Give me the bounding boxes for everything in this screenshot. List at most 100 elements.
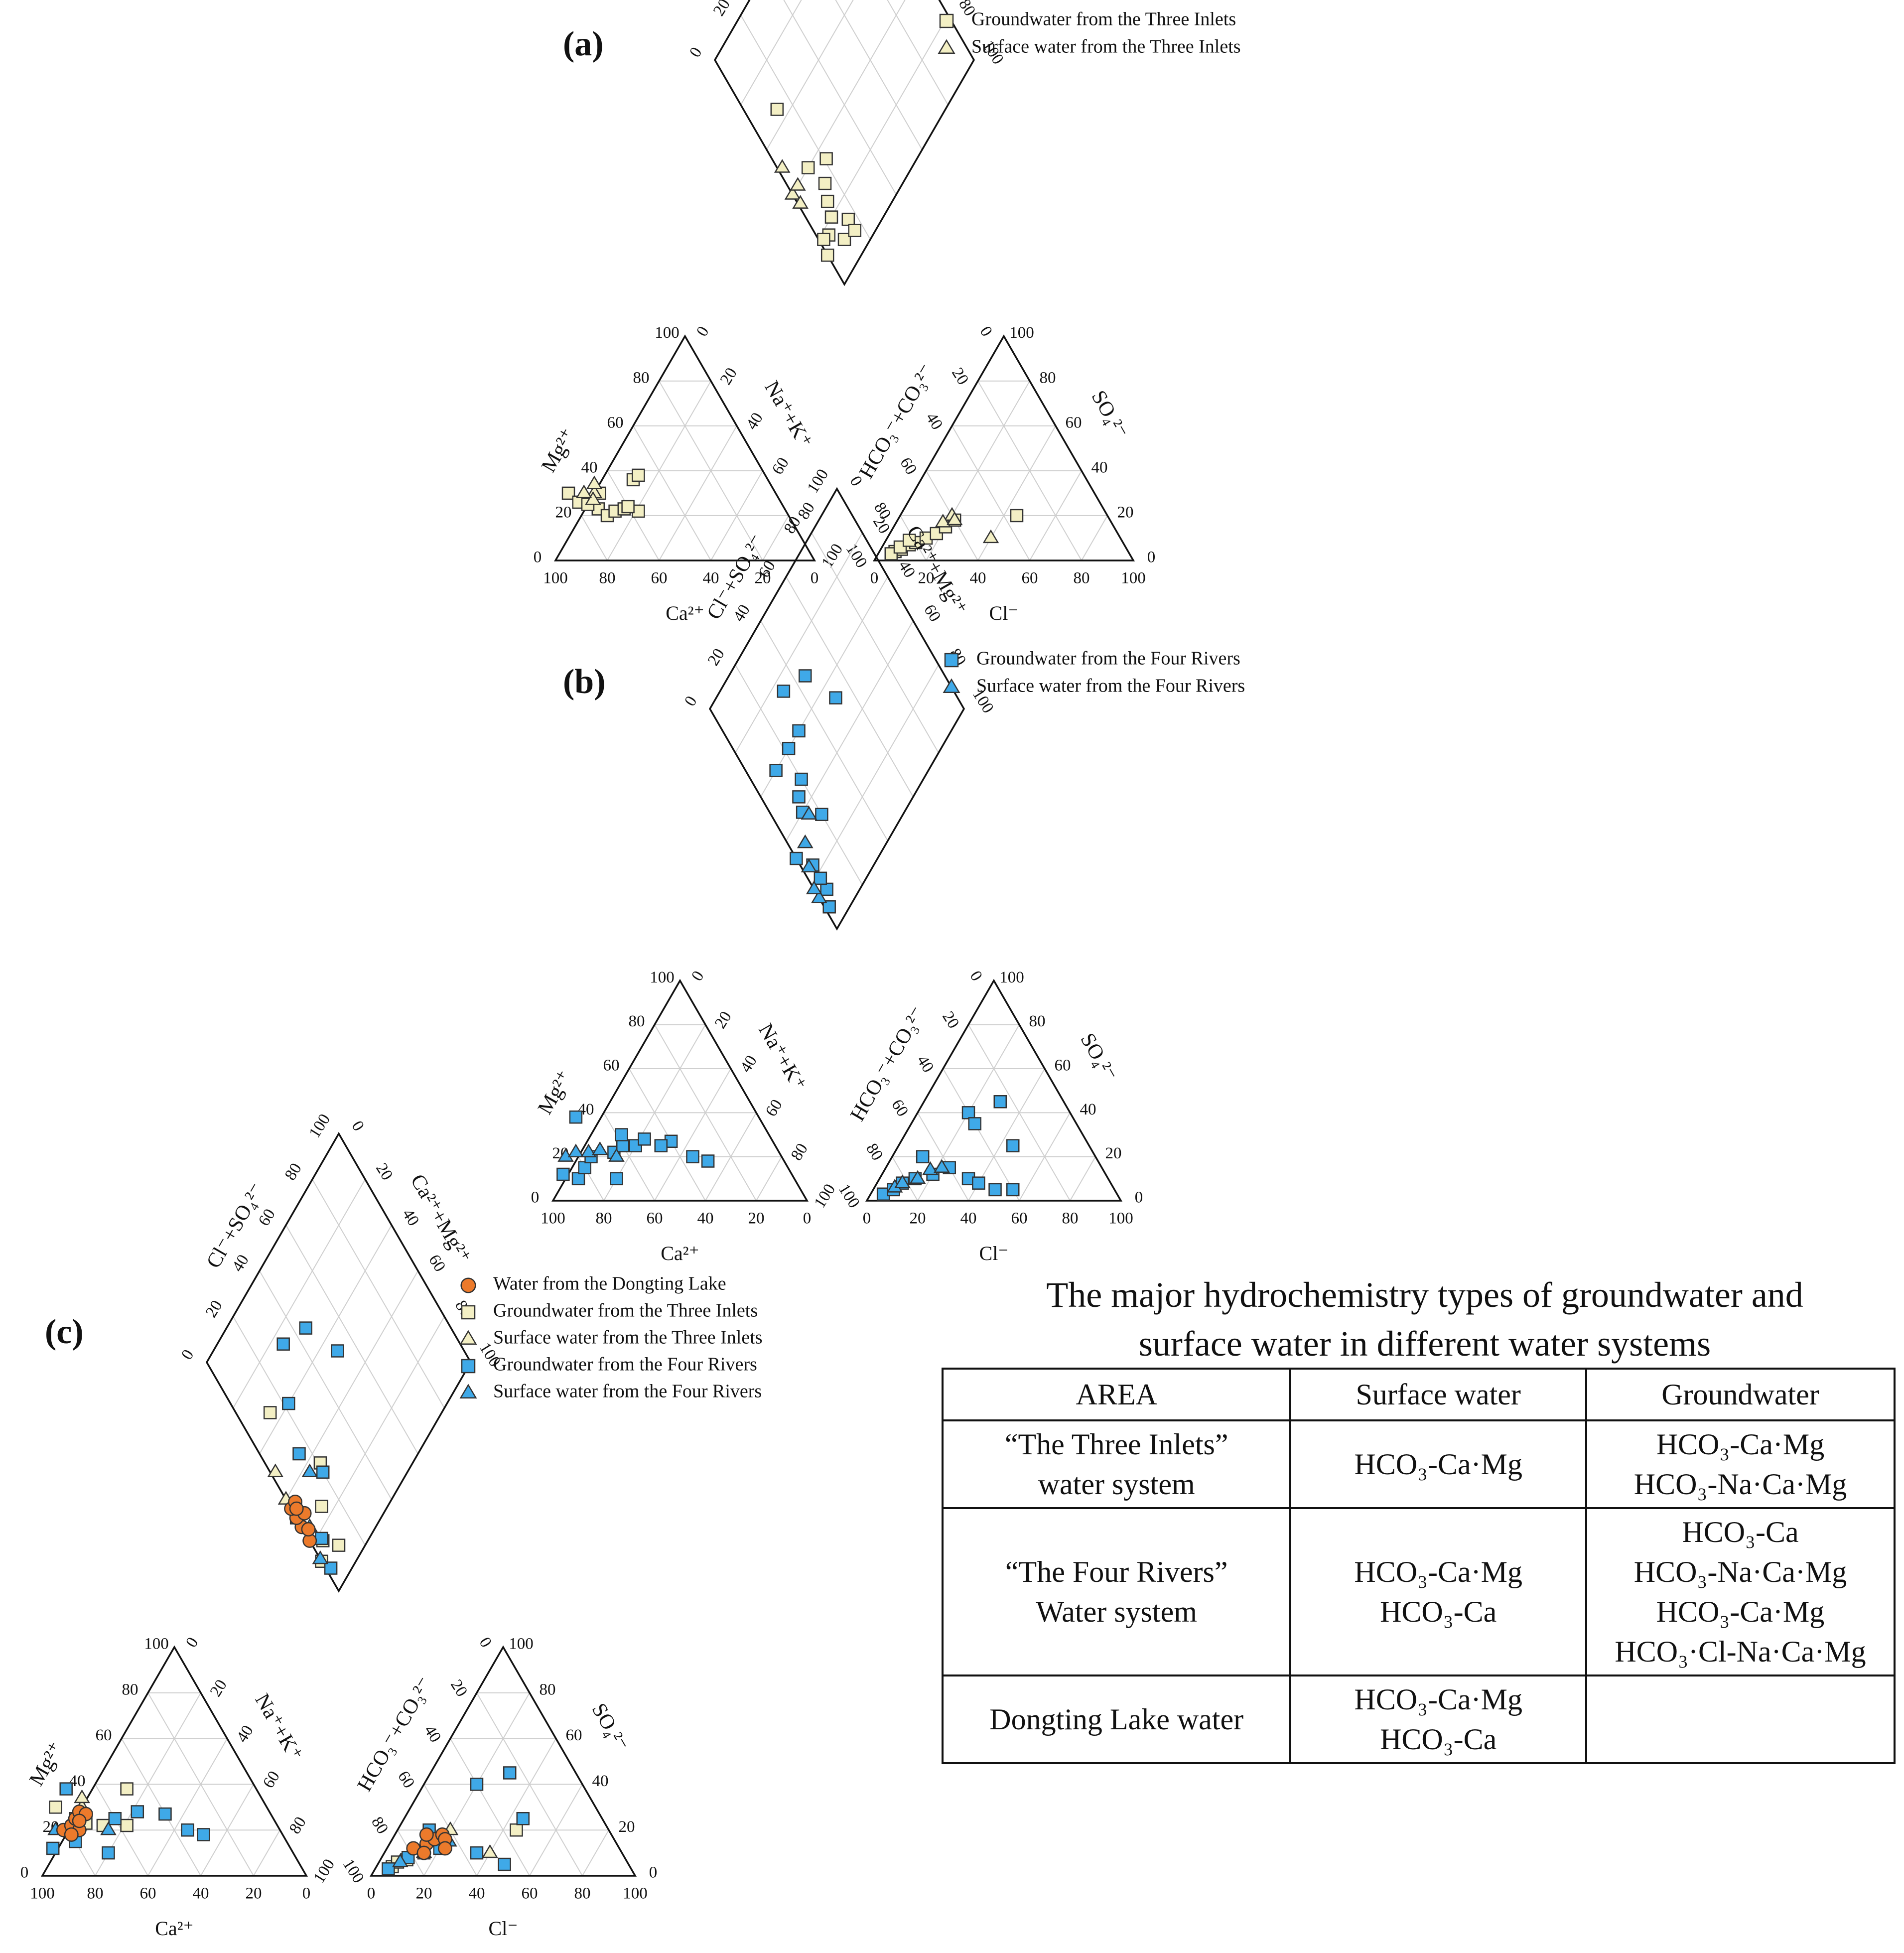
tick-label-so4: 40 [1091,458,1108,476]
data-point [774,159,791,173]
tick-label-mg: 0 [531,1189,540,1207]
grid-line [977,381,1082,561]
data-point [64,1827,79,1842]
grid-line [233,1179,366,1408]
tick-label-so4: 100 [1009,324,1034,342]
legend-marker [461,1359,476,1374]
data-point [701,1154,715,1168]
data-point [815,808,828,821]
cell-line: HCO₃-Ca·Mg [1354,1448,1522,1481]
cell-line: HCO₃-Ca [1682,1516,1799,1548]
grid-line [654,1068,731,1201]
cell-line: water system [1038,1468,1195,1501]
cell-area: “The Three Inlets” water system [941,1419,1292,1509]
data-point [608,1148,625,1162]
cation-triangle-outline [40,1645,308,1877]
data-point [799,669,812,683]
data-point [621,500,635,514]
tick-label-hco3: 0 [475,1634,495,1651]
data-point [654,1139,668,1152]
grid-line [233,1316,366,1546]
tick-label-hco3: 100 [339,1856,368,1886]
data-point [108,1812,122,1825]
data-point [993,1095,1007,1109]
tick-label-cl: 80 [1062,1210,1079,1228]
data-point [1006,1183,1020,1197]
grid-line [786,576,914,797]
tick-label-nak: 40 [737,1052,761,1076]
legend-label: Groundwater from the Three Inlets [971,9,1236,30]
tick-label-nak: 20 [207,1676,231,1700]
data-point [632,468,645,482]
cell-line: HCO₃-Ca·Mg [1354,1683,1522,1716]
panel-label: (c) [45,1313,84,1351]
grid-line [1081,515,1108,561]
grid-line [952,425,1030,561]
tick-label-hco3: 40 [913,1052,937,1076]
data-point [770,103,784,116]
tick-label-mg: 20 [555,504,572,522]
data-point [792,790,806,804]
tick-label-ca: 80 [87,1885,104,1903]
legend-marker [459,1384,477,1398]
data-points [556,669,1020,1201]
anion-triangle: 000202020404040606060808080100100100Cl⁻H… [339,1634,658,1940]
tick-label-clso4: 0 [686,44,705,61]
axis-label-nak: Na⁺+K⁺ [250,1690,307,1765]
legend-label: Surface water from the Three Inlets [971,36,1241,57]
tick-label-hco3: 20 [948,365,972,388]
data-point [848,224,862,237]
axis-label-so4: SO₄²⁻ [587,1699,633,1755]
tick-label-hco3: 80 [862,1140,886,1164]
grid-line [786,620,914,841]
data-point [569,1110,583,1124]
header-area: AREA [941,1368,1292,1421]
legend-marker [944,653,959,668]
grid-line [887,0,949,105]
grid-line [735,532,863,753]
tick-label-nak: 20 [711,1008,735,1032]
table-row: “The Three Inlets” water system HCO₃-Ca·… [941,1419,1896,1509]
tick-label-hco3: 20 [447,1676,471,1700]
tick-label-cl: 20 [918,569,935,587]
data-point [820,248,834,262]
grid-line [659,381,763,561]
grid-line [740,0,802,105]
data-point [790,177,806,191]
cell-surface: HCO₃-Ca·Mg HCO₃-Ca [1289,1674,1587,1764]
tick-label-clso4: 80 [281,1160,305,1183]
tick-label-ca: 0 [302,1885,311,1903]
table-title-line-1: The major hydrochemistry types of ground… [1046,1275,1803,1315]
grid-line [476,1692,583,1876]
data-point [792,195,809,209]
data-point [49,1801,62,1814]
axis-label-ca: Ca²⁺ [666,602,704,624]
cation-triangle-outline [551,978,809,1202]
tick-label-so4: 0 [649,1864,658,1882]
tick-label-ca: 0 [811,569,819,587]
data-point [282,1396,295,1410]
tick-label-cl: 0 [870,569,879,587]
data-point [801,858,817,872]
tick-label-ca: 100 [543,569,568,587]
axis-label-nak: Na⁺+K⁺ [754,1020,811,1095]
cell-line: HCO₃-Ca·Mg [1656,1595,1825,1628]
data-point [972,1176,985,1190]
tick-label-clso4: 0 [681,693,700,709]
grid-line [450,1738,530,1876]
data-point [301,1463,318,1477]
data-point [315,1532,328,1545]
tick-label-cl: 60 [522,1885,538,1903]
data-point [801,806,817,820]
tick-label-so4: 20 [1117,504,1134,522]
grid-line [147,1692,254,1876]
grid-line [835,0,923,150]
anion-triangle-outline [369,1645,637,1877]
data-point [902,534,916,547]
tick-label-cl: 80 [574,1885,591,1903]
data-point [470,1846,484,1860]
tick-label-so4: 20 [1105,1144,1122,1162]
data-points [561,103,1024,560]
panel-label: (a) [563,25,604,63]
data-point [801,161,815,174]
